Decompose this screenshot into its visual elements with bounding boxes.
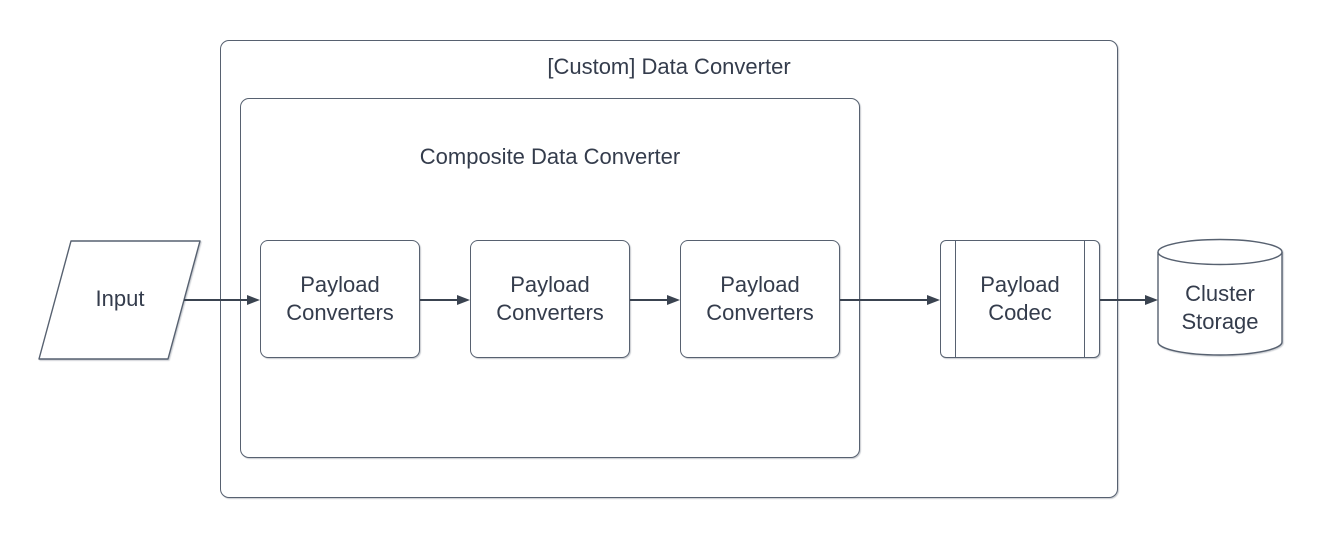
subprocess-left-bar bbox=[955, 241, 956, 357]
subprocess-right-bar bbox=[1084, 241, 1085, 357]
cylinder-body bbox=[1157, 252, 1283, 356]
cluster-storage-label: Cluster Storage bbox=[1181, 281, 1259, 334]
composite-data-converter-title: Composite Data Converter bbox=[419, 144, 681, 169]
payload-codec-node: Payload Codec bbox=[940, 240, 1100, 358]
arrow-converter3-to-codec bbox=[840, 295, 940, 305]
payload-converters-label-2: Payload Converters bbox=[496, 272, 604, 325]
custom-data-converter-title: [Custom] Data Converter bbox=[547, 54, 791, 79]
payload-converters-label-1: Payload Converters bbox=[286, 272, 394, 325]
payload-converters-node-2: Payload Converters bbox=[470, 240, 630, 358]
payload-converters-node-3: Payload Converters bbox=[680, 240, 840, 358]
payload-converters-node-1: Payload Converters bbox=[260, 240, 420, 358]
arrow-codec-to-storage bbox=[1100, 295, 1158, 305]
cluster-storage-cylinder-shape bbox=[1157, 238, 1283, 356]
arrow-converter2-to-converter3 bbox=[630, 295, 680, 305]
payload-codec-label: Payload Codec bbox=[980, 272, 1060, 325]
input-parallelogram-shape bbox=[38, 240, 201, 360]
cylinder-top bbox=[1157, 238, 1283, 266]
payload-converters-label-3: Payload Converters bbox=[706, 272, 814, 325]
input-node-label: Input bbox=[95, 286, 145, 311]
arrow-converter1-to-converter2 bbox=[420, 295, 470, 305]
arrow-input-to-converter1 bbox=[184, 295, 260, 305]
parallelogram-outline bbox=[38, 240, 201, 360]
